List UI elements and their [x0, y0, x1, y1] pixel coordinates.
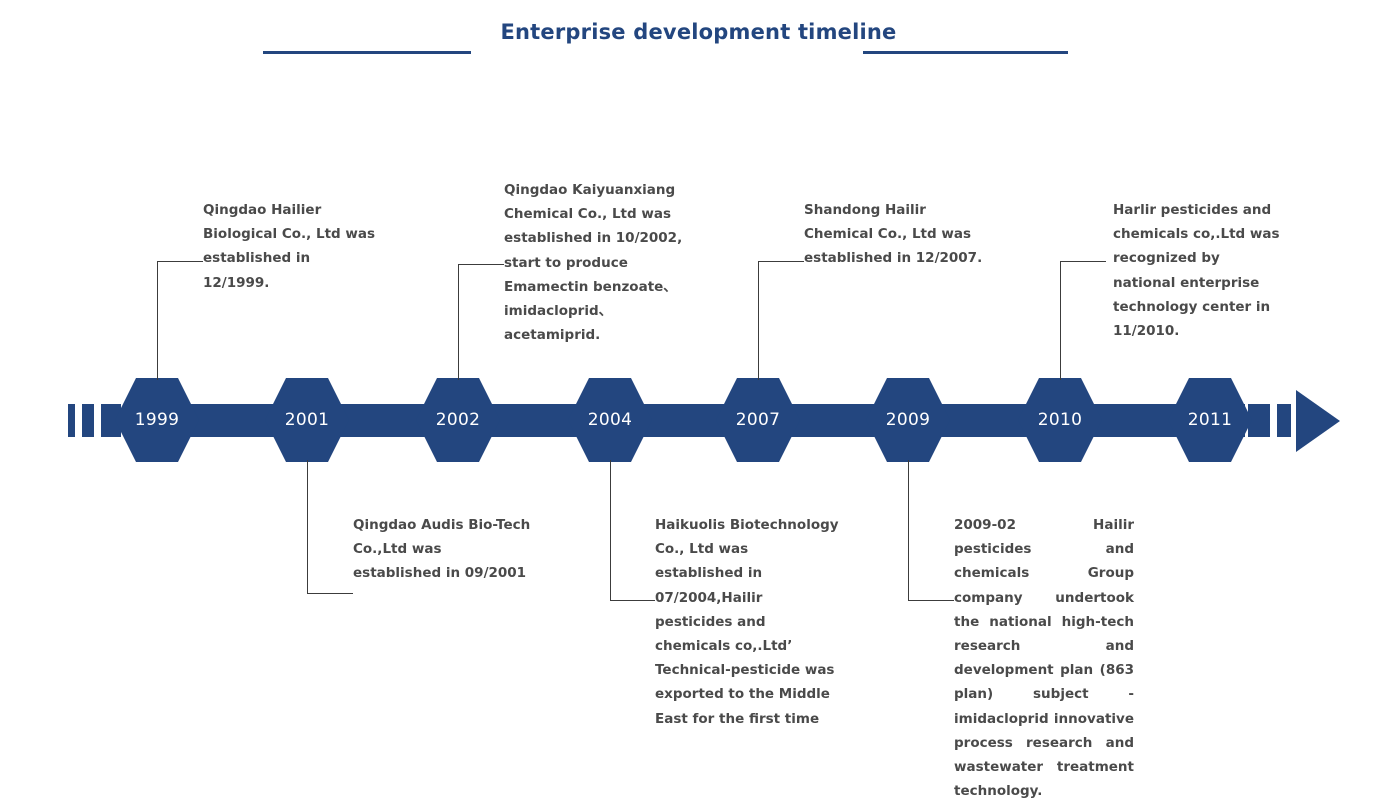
title-rule-right [863, 51, 1068, 54]
axis-head-dash-2 [1277, 404, 1291, 437]
timeline-note-2007: Shandong Hailir Chemical Co., Ltd was es… [804, 202, 983, 267]
timeline-note-2010: Harlir pesticides and chemicals co,.Ltd … [1113, 202, 1280, 340]
title-rule-left [263, 51, 471, 54]
timeline-note-2002: Qingdao Kaiyuanxiang Chemical Co., Ltd w… [504, 182, 683, 344]
axis-tail-dash-3 [101, 404, 121, 437]
timeline-note-2001: Qingdao Audis Bio-Tech Co.,Ltd was estab… [353, 517, 531, 582]
page-title: Enterprise development timeline [500, 20, 897, 44]
node-year-label: 2007 [735, 410, 781, 430]
node-year-label: 2009 [885, 410, 931, 430]
leader-line-2009-horizontal [908, 600, 954, 601]
axis-tail-dash-1 [68, 404, 75, 437]
timeline-node-2004[interactable]: 2004 [568, 378, 652, 462]
timeline-note-1999: Qingdao Hailier Biological Co., Ltd was … [203, 202, 375, 291]
timeline-diagram: 1999 2001 2002 2004 2007 2009 2010 2011 … [68, 182, 1340, 799]
arrow-right-icon [1296, 390, 1340, 452]
node-year-label: 2001 [284, 410, 330, 430]
node-year-label: 2011 [1187, 410, 1233, 430]
timeline-note-2009: 2009-02 Hailir pesticides and chemicals … [954, 517, 1134, 800]
leader-line-2002-horizontal [458, 264, 504, 265]
timeline-node-2001[interactable]: 2001 [265, 378, 349, 462]
leader-line-2001-vertical [307, 460, 308, 594]
timeline-node-2010[interactable]: 2010 [1018, 378, 1102, 462]
timeline-note-2004: Haikuolis Biotechnology Co., Ltd was est… [655, 517, 839, 727]
axis-tail-dash-2 [82, 404, 94, 437]
axis-head-dash-1 [1248, 404, 1270, 437]
leader-line-2004-horizontal [610, 600, 655, 601]
timeline-node-2002[interactable]: 2002 [416, 378, 500, 462]
timeline-node-2007[interactable]: 2007 [716, 378, 800, 462]
leader-line-2004-vertical [610, 460, 611, 601]
node-year-label: 2002 [435, 410, 481, 430]
leader-line-2002-vertical [458, 264, 459, 380]
timeline-node-2009[interactable]: 2009 [866, 378, 950, 462]
leader-line-1999-horizontal [157, 261, 203, 262]
leader-line-2010-horizontal [1060, 261, 1106, 262]
leader-line-2007-vertical [758, 261, 759, 380]
leader-line-2001-horizontal [307, 593, 353, 594]
timeline-node-1999[interactable]: 1999 [115, 378, 199, 462]
page-header: Enterprise development timeline [0, 20, 1397, 64]
node-year-label: 2010 [1037, 410, 1083, 430]
leader-line-2010-vertical [1060, 261, 1061, 380]
node-year-label: 1999 [134, 410, 180, 430]
leader-line-2009-vertical [908, 460, 909, 601]
timeline-node-2011[interactable]: 2011 [1168, 378, 1252, 462]
leader-line-2007-horizontal [758, 261, 804, 262]
leader-line-1999-vertical [157, 261, 158, 380]
node-year-label: 2004 [587, 410, 633, 430]
